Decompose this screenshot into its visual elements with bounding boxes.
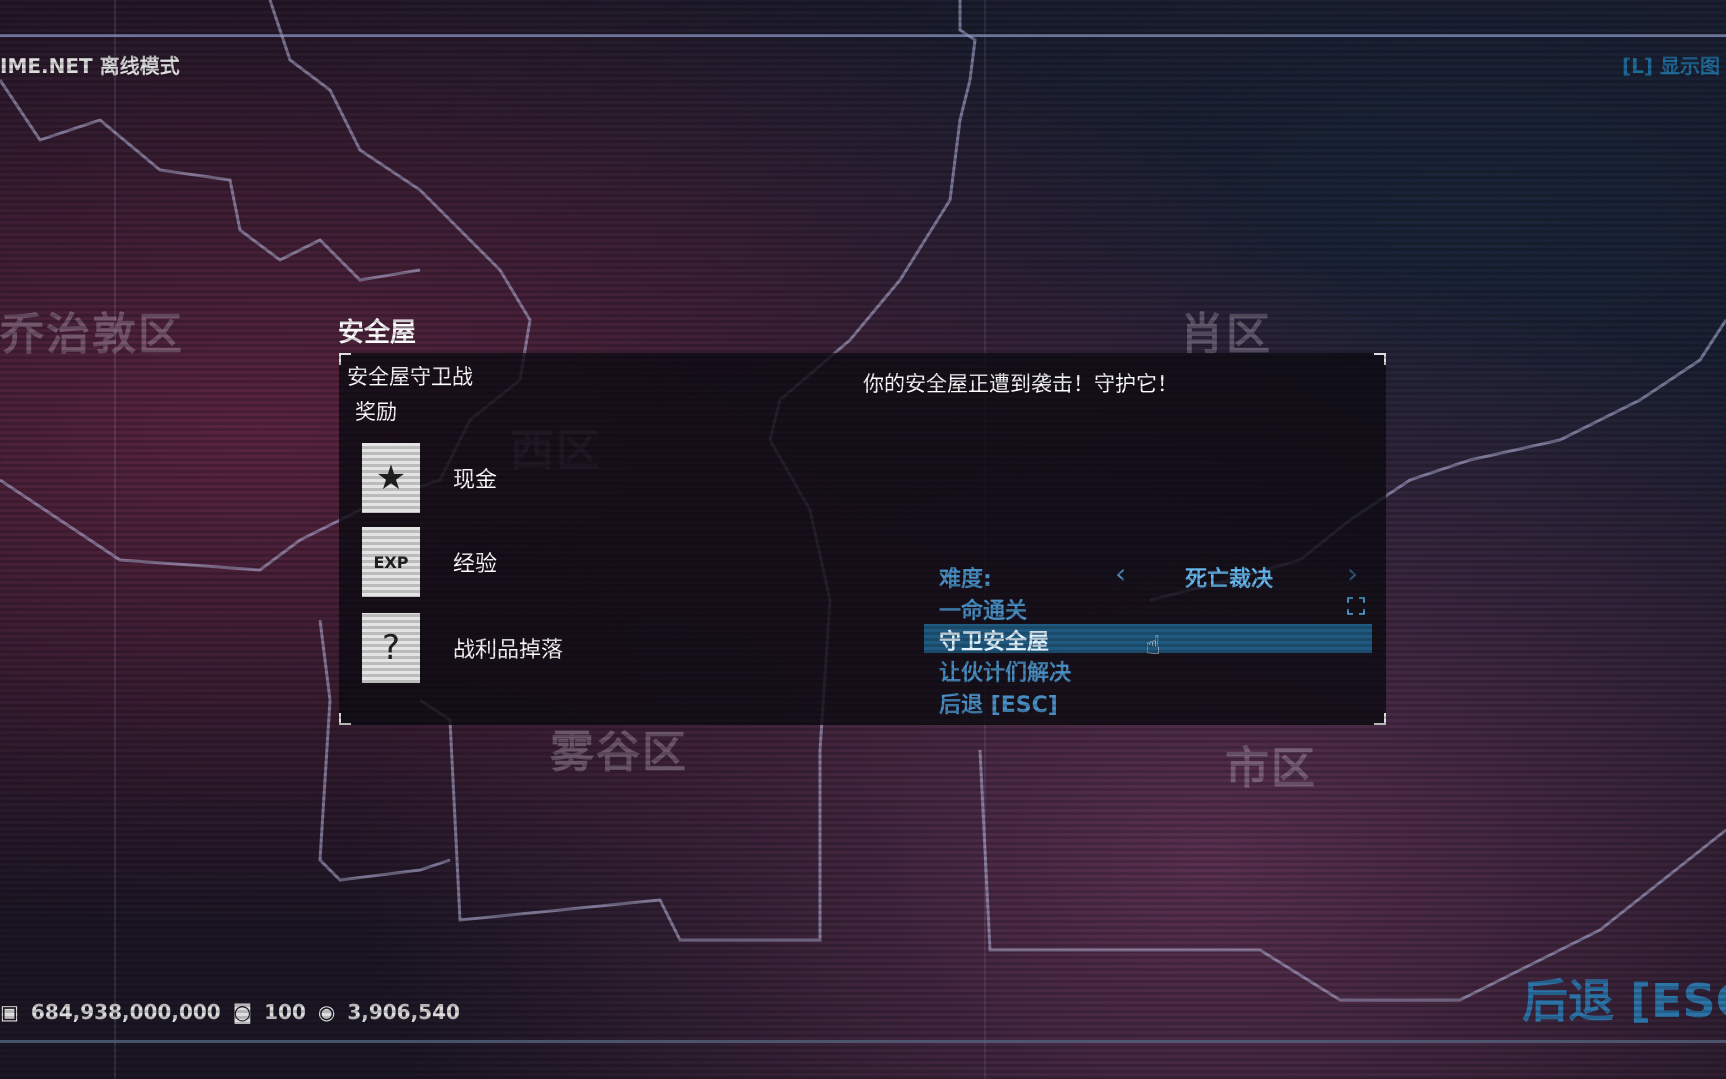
exp-star-icon: EXP bbox=[362, 527, 420, 597]
bottom-frame-line bbox=[0, 1040, 1726, 1043]
menu-back[interactable]: 后退 [ESC] bbox=[939, 693, 1058, 718]
map-label[interactable]: 肖区 bbox=[1180, 309, 1272, 360]
fullscreen-icon[interactable] bbox=[1347, 597, 1365, 615]
cash-star-icon: ★ bbox=[362, 443, 420, 513]
difficulty-label: 难度: bbox=[939, 567, 992, 592]
panel-title: 安全屋 bbox=[338, 318, 417, 348]
menu-one-down[interactable]: 一命通关 bbox=[939, 599, 1028, 624]
difficulty-next-arrow-icon[interactable]: › bbox=[1347, 557, 1359, 590]
player-stats: ▣ 684,938,000,000 ◙ 100 ◉ 3,906,540 bbox=[0, 1000, 460, 1024]
money-value: 684,938,000,000 bbox=[30, 1000, 221, 1024]
menu-let-crew-handle[interactable]: 让伙计们解决 bbox=[939, 661, 1072, 686]
job-name: 安全屋守卫战 bbox=[347, 365, 473, 389]
mode-label: IME.NET 离线模式 bbox=[0, 54, 180, 78]
loot-question-icon: ? bbox=[362, 613, 420, 683]
coins-value: 3,906,540 bbox=[347, 1000, 460, 1024]
rewards-label: 奖励 bbox=[355, 400, 397, 424]
job-description: 你的安全屋正遭到袭击！守护它！ bbox=[863, 372, 1178, 396]
back-button[interactable]: 后退 [ESC bbox=[1522, 974, 1726, 1028]
toggle-map-hint[interactable]: [L] 显示图 bbox=[1622, 54, 1720, 78]
map-label[interactable]: 雾谷区 bbox=[550, 727, 688, 778]
level-icon: ◙ bbox=[232, 1000, 253, 1024]
level-value: 100 bbox=[264, 1000, 306, 1024]
reward-cash: ★现金 bbox=[362, 443, 497, 513]
money-icon: ▣ bbox=[0, 1000, 19, 1024]
menu-selected-highlight bbox=[924, 624, 1372, 653]
hand-cursor-icon: ☝ bbox=[1145, 631, 1161, 661]
coin-icon: ◉ bbox=[317, 1000, 336, 1024]
difficulty-prev-arrow-icon[interactable]: ‹ bbox=[1115, 557, 1127, 590]
reward-loot: ?战利品掉落 bbox=[362, 613, 563, 683]
top-frame-line bbox=[0, 34, 1726, 37]
menu-defend-safehouse[interactable]: 守卫安全屋 bbox=[939, 630, 1050, 655]
difficulty-value[interactable]: 死亡裁决 bbox=[1185, 567, 1274, 592]
map-label[interactable]: 市区 bbox=[1225, 743, 1317, 794]
map-label[interactable]: 乔治敦区 bbox=[0, 309, 184, 360]
